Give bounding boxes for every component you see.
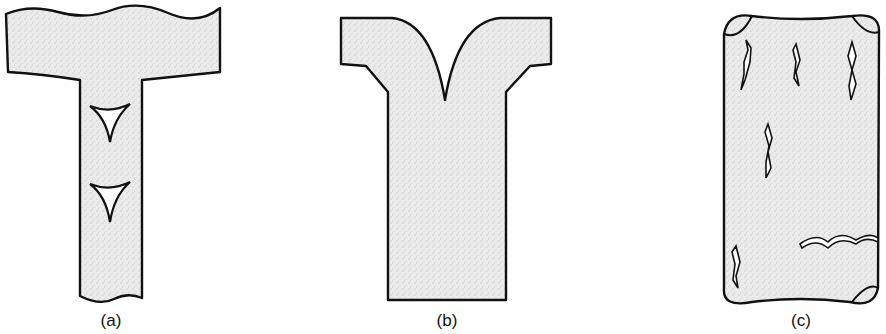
piped-part <box>341 18 551 300</box>
t-section-part <box>6 6 220 302</box>
chevron-crack <box>90 104 130 142</box>
figure-label: (c) <box>791 312 811 331</box>
cracked-cylinder <box>724 15 879 303</box>
figure-label: (b) <box>437 312 458 331</box>
chevron-crack <box>90 182 130 222</box>
figure-label: (a) <box>101 312 122 331</box>
surface-crack <box>732 40 878 288</box>
